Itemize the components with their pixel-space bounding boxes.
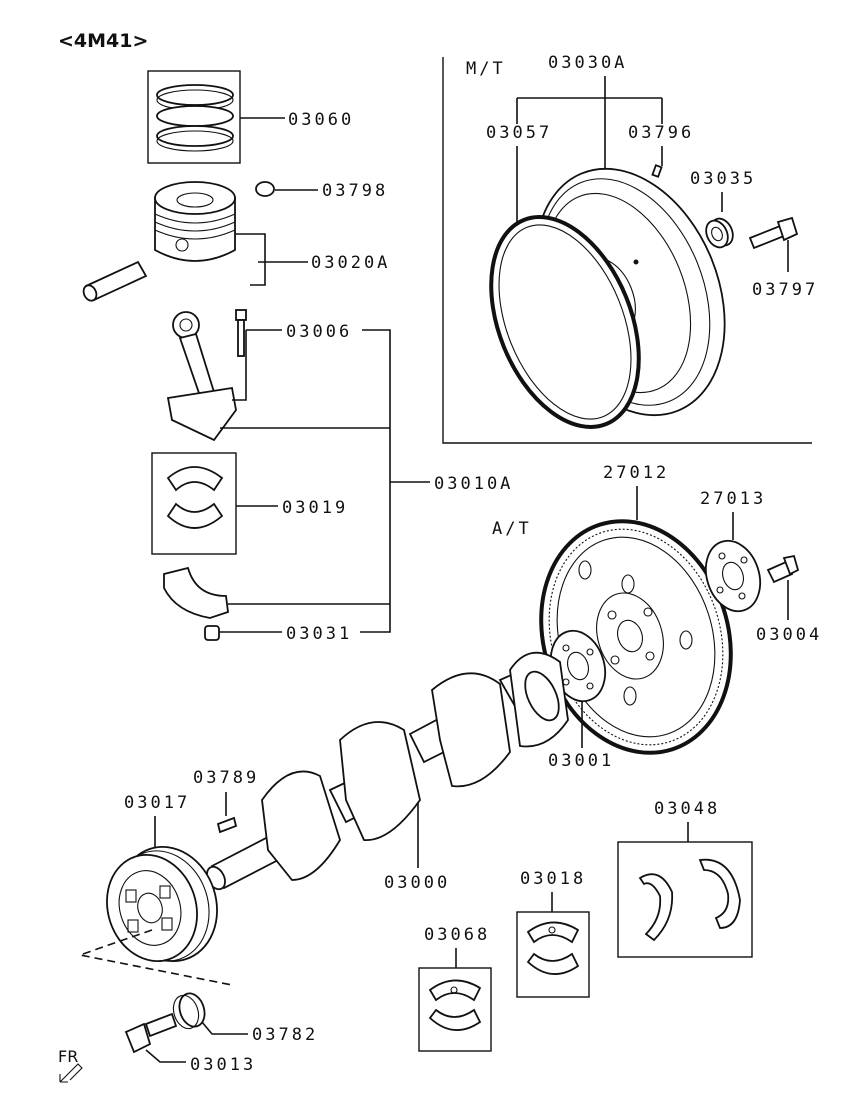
thrust-washer-box (617, 841, 753, 958)
piston-ring-box (147, 70, 241, 164)
label-03010A: 03010A (434, 474, 513, 494)
label-03035: 03035 (690, 169, 756, 189)
main-bearing-box (516, 911, 590, 998)
label-03018: 03018 (520, 869, 586, 889)
mt-flywheel-group: M/T 03030A 03057 03796 03035 (442, 53, 818, 444)
label-03060: 03060 (288, 110, 354, 130)
main-bearing-03068 (428, 979, 482, 1031)
washer-03782 (172, 992, 206, 1030)
direction-label: FR (58, 1047, 78, 1066)
leader-03006 (232, 329, 282, 401)
piston-rings-03060 (156, 84, 234, 152)
label-03019: 03019 (282, 498, 348, 518)
piston (154, 181, 236, 262)
bolt-03013 (124, 1012, 178, 1054)
bearing-03035 (705, 217, 734, 249)
rod-bearing-box (151, 452, 237, 555)
at-variant-label: A/T (492, 519, 532, 539)
rod-nut-03031 (204, 625, 220, 641)
label-03001: 03001 (548, 751, 614, 771)
label-03797: 03797 (752, 280, 818, 300)
thrust-washers-03048 (638, 858, 741, 942)
label-03030A: 03030A (548, 53, 627, 73)
rod-cap (163, 566, 229, 619)
leader-03010A (220, 329, 430, 633)
rod-bearing-03019 (166, 466, 224, 529)
front-arrow-icon (59, 1063, 83, 1083)
mt-variant-label: M/T (466, 59, 506, 79)
snap-ring-03798 (255, 181, 275, 197)
label-03013: 03013 (190, 1055, 256, 1075)
mt-section-frame (442, 57, 812, 444)
label-03006: 03006 (286, 322, 352, 342)
diagram-title: <4M41> (58, 30, 148, 52)
label-03057: 03057 (486, 123, 552, 143)
woodruff-key-03789 (216, 816, 238, 834)
leader-03013 (145, 1049, 186, 1063)
label-03004: 03004 (756, 625, 822, 645)
label-03782: 03782 (252, 1025, 318, 1045)
dowel-pin-03796 (651, 164, 663, 178)
main-bearing-03018 (526, 921, 580, 975)
piston-pin (82, 260, 148, 302)
label-03000: 03000 (384, 873, 450, 893)
crankshaft-pulley-03017 (106, 845, 218, 963)
label-03017: 03017 (124, 793, 190, 813)
crankshaft-03000 (206, 651, 569, 891)
bolt-03004 (766, 554, 800, 584)
label-03031: 03031 (286, 624, 352, 644)
label-03020A: 03020A (311, 253, 390, 273)
label-03048: 03048 (654, 799, 720, 819)
leader-03020A (235, 233, 308, 286)
rod-bolt (235, 309, 247, 357)
label-03798: 03798 (322, 181, 388, 201)
spacer-03001 (549, 629, 607, 703)
adapter-plate-27013 (704, 539, 762, 613)
label-03796: 03796 (628, 123, 694, 143)
leader-03030A (516, 76, 663, 170)
label-03789: 03789 (193, 768, 259, 788)
leader-03782 (201, 1021, 248, 1035)
bolt-03797 (748, 216, 799, 250)
connecting-rod (166, 311, 237, 442)
label-27012: 27012 (603, 463, 669, 483)
label-03068: 03068 (424, 925, 490, 945)
ring-gear-03057 (489, 215, 641, 429)
label-27013: 27013 (700, 489, 766, 509)
main-bearing-lower-box (418, 967, 492, 1052)
